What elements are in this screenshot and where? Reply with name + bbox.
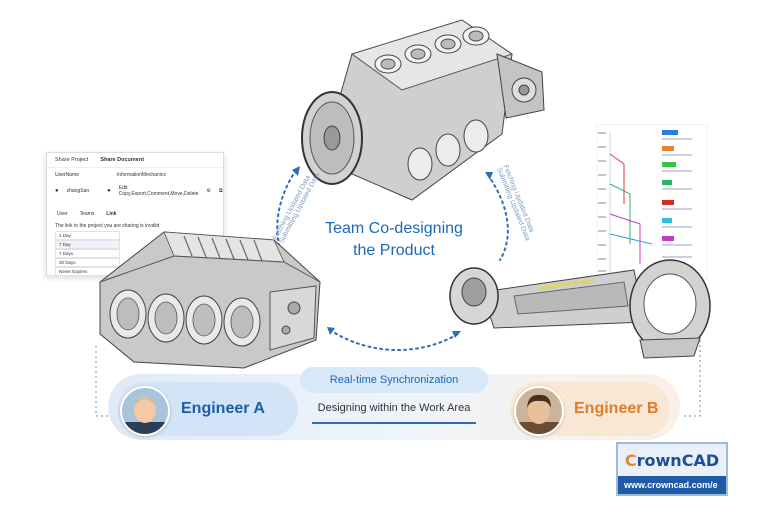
engineer-a-avatar: [120, 386, 170, 436]
work-area-underline: [312, 422, 476, 424]
subtab-teams[interactable]: Teams: [79, 211, 95, 217]
realtime-sync-badge: Real-time Synchronization: [300, 367, 488, 393]
expiry-option[interactable]: 7 Days: [55, 249, 120, 258]
tab-share-document[interactable]: Share Document: [100, 157, 145, 163]
subtab-user[interactable]: User: [57, 211, 68, 217]
work-area-label: Designing within the Work Area: [317, 402, 471, 414]
column-information: InformationMechanics: [116, 172, 166, 178]
share-user-permissions: Copy,Export,Comment,Move,Delete: [118, 191, 199, 197]
logo-url: www.crowncad.com/e: [618, 476, 726, 494]
engineer-b-label: Engineer B: [574, 400, 659, 417]
engineer-b-avatar: [514, 386, 564, 436]
expiry-option[interactable]: 30 Days: [55, 258, 120, 267]
logo-brand-area: CrownCAD: [618, 444, 726, 476]
engine-block-part: [99, 231, 321, 369]
share-columns: UserName InformationMechanics: [55, 172, 215, 178]
settings-icon[interactable]: ⚙: [206, 188, 211, 194]
column-user-name: UserName: [55, 172, 79, 178]
copy-icon[interactable]: ⧉: [218, 188, 223, 194]
share-user-role: Edit: [118, 185, 128, 191]
share-user-name: zhangSan: [66, 188, 90, 194]
crowncad-logo: CrownCAD www.crowncad.com/e: [616, 442, 728, 496]
logo-brand-rest: rownCAD: [636, 450, 720, 470]
tab-share-project[interactable]: Share Project: [55, 157, 89, 163]
user-icon: ●: [107, 188, 111, 194]
expiry-option[interactable]: 7 Day: [55, 240, 120, 249]
engine-assembly-part: [301, 19, 545, 201]
center-title-line2: the Product: [353, 242, 435, 259]
logo-brand: CrownCAD: [625, 451, 719, 470]
share-subtabs: User Teams Link: [57, 211, 117, 217]
share-user-row: ● zhangSan ● Edit Copy,Export,Comment,Mo…: [55, 185, 223, 197]
user-icon: ●: [55, 188, 59, 194]
version-history-panel: [596, 124, 708, 280]
expiry-option[interactable]: 1 Day: [55, 231, 120, 240]
center-title-line1: Team Co-designing: [325, 220, 463, 237]
share-dialog-header: Share Project Share Document: [47, 153, 223, 168]
link-note: The link to the project you are sharing …: [55, 223, 160, 229]
subtab-link[interactable]: Link: [106, 211, 117, 217]
crown-icon: C: [624, 450, 637, 470]
engineer-a-label: Engineer A: [181, 400, 265, 417]
connecting-rod-part: [449, 259, 711, 359]
center-title: Team Co-designing the Product: [318, 218, 470, 262]
